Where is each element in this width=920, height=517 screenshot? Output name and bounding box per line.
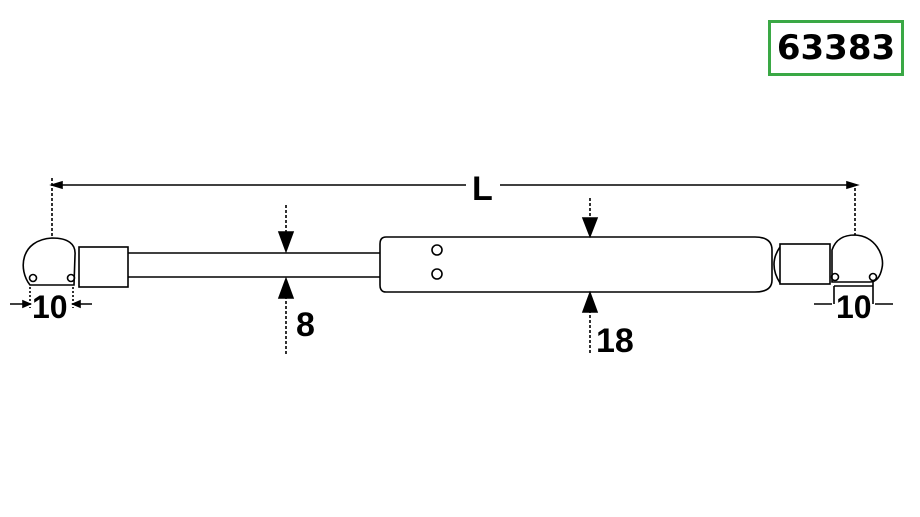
part-number-badge: 63383 xyxy=(768,20,904,76)
rod-diameter-label: 8 xyxy=(296,306,315,344)
piston-rod xyxy=(128,252,380,278)
cylinder-diameter-arrows xyxy=(581,198,599,355)
left-ball-socket xyxy=(22,237,76,286)
length-dimension-line xyxy=(49,178,860,238)
right-collar xyxy=(779,243,831,285)
length-label: L xyxy=(472,170,493,208)
right-neck xyxy=(773,246,781,284)
right-ball-socket xyxy=(830,234,884,283)
cylinder-body xyxy=(379,236,773,293)
right-socket-label: 10 xyxy=(836,289,872,325)
rod-diameter-arrows xyxy=(277,205,295,355)
cylinder-diameter-label: 18 xyxy=(596,322,634,360)
right-socket-dimension xyxy=(814,282,893,305)
left-socket-label: 10 xyxy=(32,289,68,325)
left-collar xyxy=(78,246,129,288)
left-socket-dimension xyxy=(10,287,92,309)
